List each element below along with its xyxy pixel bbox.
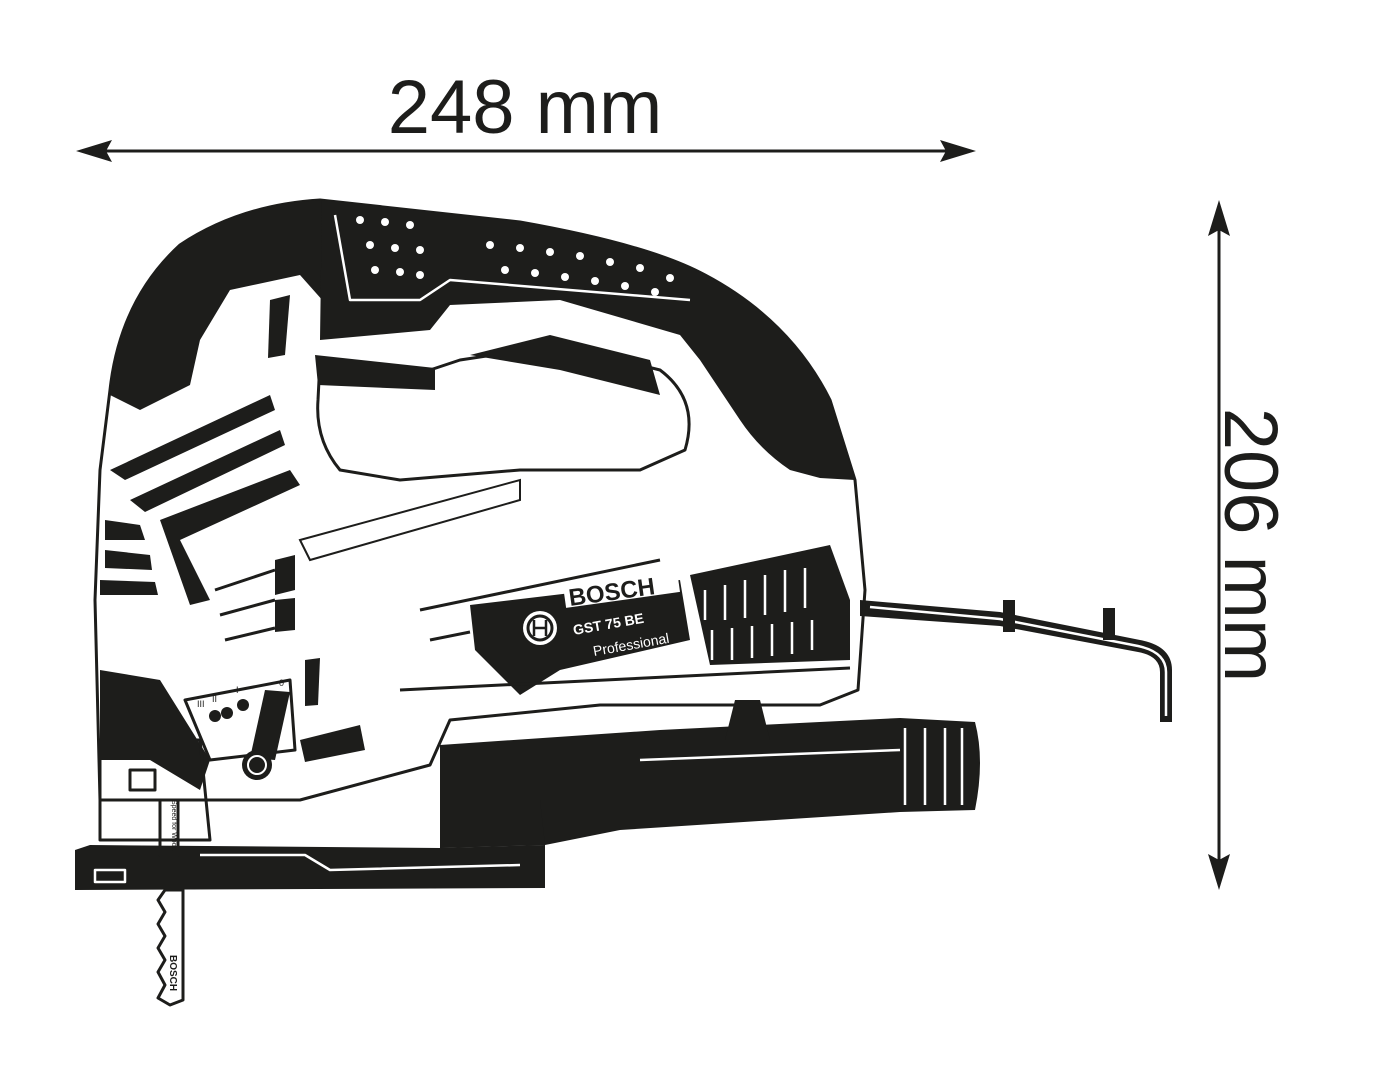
- motor-cover: [110, 200, 340, 410]
- pendulum-setting-2: II: [212, 694, 217, 704]
- blade-brand: BOSCH: [167, 955, 178, 991]
- saw-blade: BOSCH Speed for Wood: [156, 798, 185, 1007]
- arrow-left-icon: [76, 140, 112, 162]
- height-dimension: 206 mm: [1208, 200, 1293, 890]
- arrow-up-icon: [1208, 200, 1230, 236]
- pendulum-lever[interactable]: [250, 690, 290, 760]
- pendulum-setting-3: III: [197, 699, 205, 709]
- base-plate: [75, 800, 545, 890]
- pendulum-selector[interactable]: III II I 0: [183, 678, 297, 780]
- dust-blower-switch[interactable]: [300, 725, 365, 762]
- pendulum-setting-1: I: [236, 685, 239, 695]
- height-label: 206 mm: [1208, 408, 1293, 683]
- handle-opening: [316, 343, 691, 482]
- width-label: 248 mm: [388, 65, 663, 150]
- pendulum-setting-0: 0: [279, 678, 284, 688]
- rear-vents: [690, 545, 850, 665]
- blade-text: Speed for Wood: [170, 800, 177, 851]
- width-dimension: 248 mm: [76, 65, 976, 162]
- grip-texture: [356, 216, 674, 296]
- dust-extraction-tube: [440, 700, 980, 848]
- arrow-down-icon: [1208, 854, 1230, 890]
- power-cord: [860, 600, 1172, 722]
- handle-grip: [320, 200, 855, 480]
- arrow-right-icon: [940, 140, 976, 162]
- brand-badge: BOSCH GST 75 BE Professional: [470, 564, 690, 695]
